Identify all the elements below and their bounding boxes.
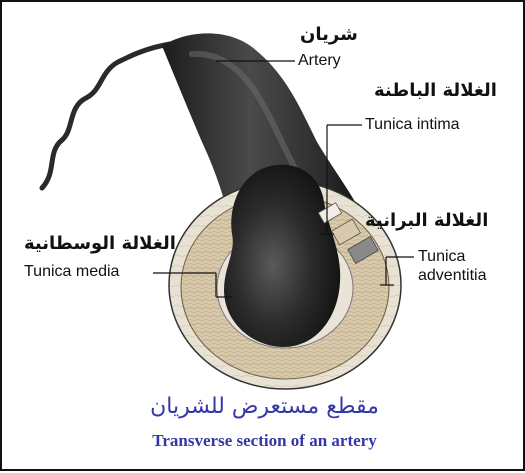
artery-tail [42,44,170,188]
adventitia-label-english-line2: adventitia [418,268,487,284]
intima-label-english: Tunica intima [365,117,460,133]
artery-label-english: Artery [298,53,341,69]
artery-label-arabic: شريان [300,26,358,44]
adventitia-label-arabic: الغلالة البرانية [365,212,488,230]
media-label-english: Tunica media [24,264,119,280]
caption-english: Transverse section of an artery [2,432,525,449]
intima-label-arabic: الغلالة الباطنة [374,82,497,100]
adventitia-label-english-line1: Tunica [418,249,465,265]
caption-arabic: مقطع مستعرض للشريان [2,396,525,418]
media-label-arabic: الغلالة الوسطانية [24,235,176,253]
